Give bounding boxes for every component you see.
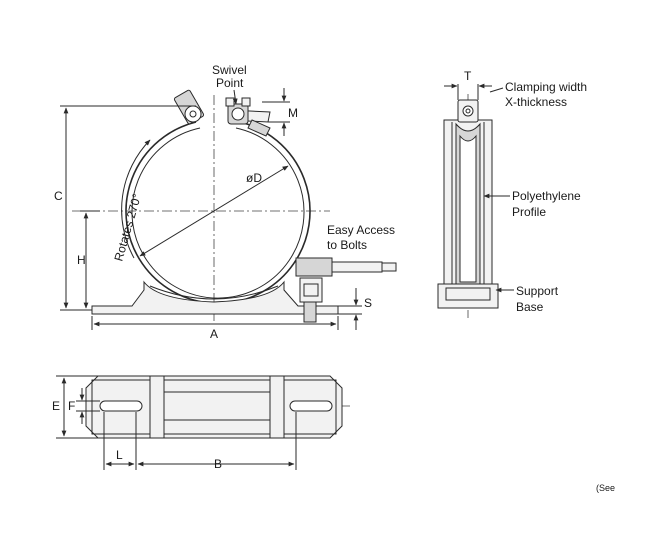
dimension-S-label: S <box>364 296 372 310</box>
bottom-bolt-assembly <box>295 257 397 323</box>
plan-slot-right <box>289 400 333 412</box>
dimension-T: T <box>444 69 492 100</box>
dimension-B-label: B <box>214 457 222 471</box>
dimension-diameter: øD <box>139 165 289 257</box>
plan-band-right <box>269 375 285 439</box>
dimension-M: M <box>262 88 298 136</box>
dimension-B: B <box>137 412 297 471</box>
rotates-label: Rotates 270° <box>111 192 144 263</box>
front-support-base <box>91 280 339 315</box>
dimension-A: A <box>91 316 339 341</box>
swivel-point-callout: Swivel Point <box>212 63 247 105</box>
dimension-E: E <box>52 375 98 439</box>
dimension-C-label: C <box>54 189 63 203</box>
top-bolt <box>225 97 271 137</box>
swivel-point-label-line1: Swivel <box>212 63 247 77</box>
clamping-width-label-line1: Clamping width <box>505 80 587 94</box>
swivel-hinge <box>173 89 205 125</box>
dimension-A-label: A <box>210 327 218 341</box>
footnote-fragment: (See <box>596 483 615 493</box>
easy-access-callout: Easy Access to Bolts <box>327 223 395 252</box>
dimension-L: L <box>103 412 137 470</box>
clamping-width-label-line2: X-thickness <box>505 95 567 109</box>
clamp-band-outer <box>125 121 311 305</box>
diameter-label: øD <box>246 171 262 185</box>
dimension-E-label: E <box>52 399 60 413</box>
support-base-label-line1: Support <box>516 284 559 298</box>
easy-access-label-line1: Easy Access <box>327 223 395 237</box>
dimension-M-label: M <box>288 106 298 120</box>
polyethylene-callout: Polyethylene Profile <box>483 189 581 219</box>
dimension-S: S <box>338 288 372 330</box>
plan-slot-left <box>99 400 143 412</box>
dimension-T-label: T <box>464 69 472 83</box>
swivel-point-label-line2: Point <box>216 76 244 90</box>
easy-access-label-line2: to Bolts <box>327 238 367 252</box>
clamping-width-callout: Clamping width X-thickness <box>489 80 587 109</box>
dimension-L-label: L <box>116 448 123 462</box>
plan-view: E F L B <box>52 375 352 471</box>
clamp-band-inner <box>131 127 305 299</box>
support-base-callout: Support Base <box>495 284 559 314</box>
polyethylene-label-line2: Profile <box>512 205 546 219</box>
dimension-H: H <box>77 210 100 309</box>
support-base-label-line2: Base <box>516 300 544 314</box>
polyethylene-label-line1: Polyethylene <box>512 189 581 203</box>
dimension-C: C <box>54 105 196 311</box>
dimension-F: F <box>68 388 100 424</box>
plan-band-left <box>149 375 165 439</box>
rotation-indicator: Rotates 270° <box>111 139 151 263</box>
front-view: C H A M S <box>54 63 397 341</box>
dimension-F-label: F <box>68 399 75 413</box>
base-saddle-curve <box>149 285 279 300</box>
side-view: T Clamping width X-thickness Polyethylen… <box>437 69 587 318</box>
dimension-H-label: H <box>77 253 86 267</box>
